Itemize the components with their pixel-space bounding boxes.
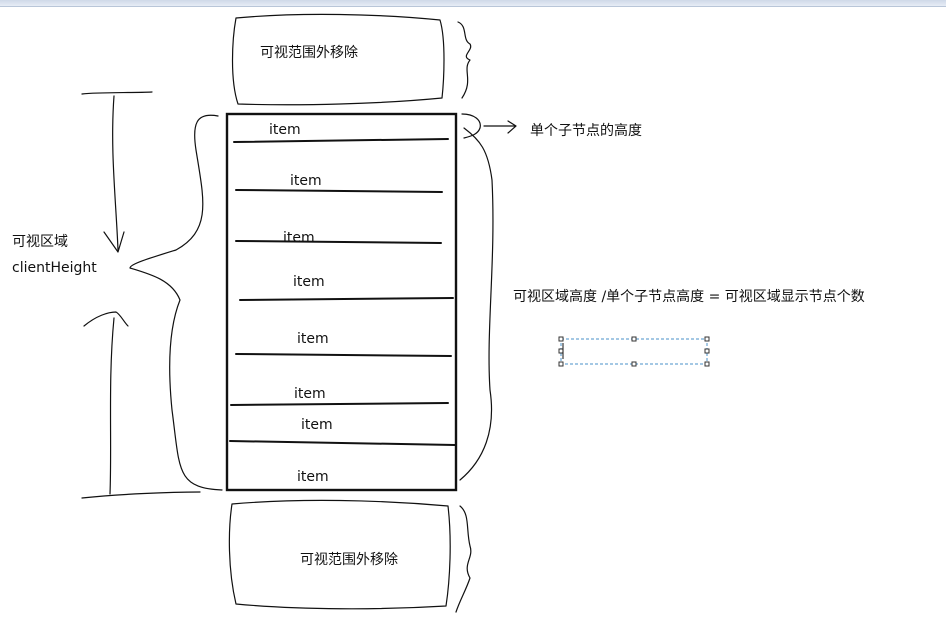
item-divider [235,189,443,193]
selection-handle [631,361,637,367]
client-height-label: clientHeight [12,260,97,276]
item-divider [235,240,442,244]
item-divider [235,353,452,357]
child-height-label: 单个子节点的高度 [530,123,642,139]
client-height-down-shaft [109,317,115,495]
item-label: item [297,469,329,485]
removed-block-bottom [228,499,451,610]
client-height-top-cap [81,91,153,95]
selection-handle [558,348,564,354]
selection-handle [558,336,564,342]
formula-label: 可视区域高度 /单个子节点高度 = 可视区域显示节点个数 [513,289,865,305]
item-label: item [290,173,322,189]
selection-handle [704,361,710,367]
viewport-rect [225,112,458,492]
visible-area-label: 可视区域 [12,234,68,250]
item-label: item [293,274,325,290]
item-label: item [297,331,329,347]
removed-top-label: 可视范围外移除 [260,45,358,61]
selection-handle [631,336,637,342]
item-divider [230,402,449,406]
selection-handle [704,348,710,354]
viewport-right-brace [459,127,494,481]
client-height-bottom-cap [81,491,201,499]
item-divider [233,138,449,143]
removed-bottom-label: 可视范围外移除 [300,552,398,568]
item-divider [239,297,454,301]
selection-handle [558,361,564,367]
selection-box [560,338,708,365]
bottom-block-brace [455,505,472,613]
viewport-left-brace [129,114,223,491]
item-label: item [283,230,315,246]
top-block-brace [457,21,472,99]
item-divider [229,440,456,446]
window-top-strip [0,0,946,7]
client-height-up-head [103,231,125,253]
item-label: item [301,417,333,433]
child-height-arrow [483,120,517,134]
selection-handle [704,336,710,342]
client-height-down-head [83,311,129,327]
removed-block-top [231,13,445,106]
client-height-up-shaft [112,95,119,251]
item-label: item [294,386,326,402]
item-label: item [269,122,301,138]
child-height-brace [461,113,481,139]
